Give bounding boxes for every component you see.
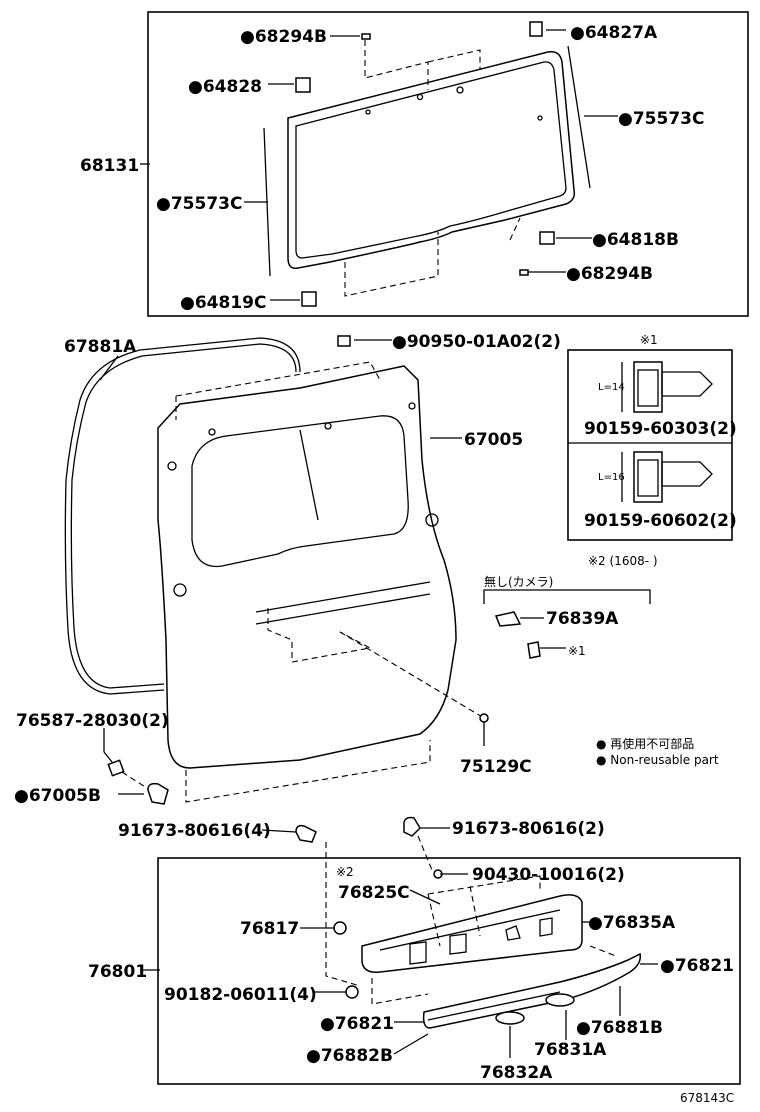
garnish-lower-panel — [422, 952, 642, 1029]
glass-dashed-leaders — [344, 40, 521, 297]
small-clips-top — [295, 21, 555, 307]
camera-bracket-group — [483, 589, 651, 649]
label-67881A: 67881A — [64, 337, 137, 357]
inset-length-1: L=14 — [598, 382, 625, 393]
label-76832A: 76832A — [480, 1063, 553, 1083]
license-garnish — [361, 894, 583, 974]
bolts-above-box — [261, 816, 450, 987]
inset-mark: ※1 — [640, 333, 658, 347]
label-68294B-bottom: ●68294B — [566, 264, 653, 284]
bolt-1-icon — [621, 361, 713, 413]
label-64819C: ●64819C — [180, 293, 266, 313]
diagram-id: 678143C — [680, 1091, 734, 1105]
bolt-2-icon — [621, 451, 713, 503]
inset-length-2: L=16 — [598, 472, 625, 483]
label-64828: ●64828 — [188, 77, 262, 97]
label-76587: 76587-28030(2) — [16, 711, 169, 731]
label-64818B: ●64818B — [592, 230, 679, 250]
garnish-small-parts — [333, 869, 575, 1025]
middle-leaders — [99, 339, 485, 795]
label-90182: 90182-06011(4) — [164, 985, 317, 1005]
label-76801: 76801 — [88, 962, 147, 982]
back-door-panel — [157, 365, 457, 769]
door-small-parts — [107, 335, 541, 805]
label-67005B: ●67005B — [14, 786, 101, 806]
label-64827A: ●64827A — [570, 23, 658, 43]
label-91673-right: 91673-80616(2) — [452, 819, 605, 839]
inset-footnote: ※2 (1608- ) — [588, 554, 658, 568]
label-75573C-left: ●75573C — [156, 194, 242, 214]
label-90430: 90430-10016(2) — [472, 865, 625, 885]
label-68131: 68131 — [80, 156, 139, 176]
label-76821-right: ●76821 — [660, 956, 734, 976]
label-note1-bolt: ※1 — [568, 644, 586, 658]
label-76821-left: ●76821 — [320, 1014, 394, 1034]
label-camera-note: 無し(カメラ) — [484, 574, 553, 589]
label-76817: 76817 — [240, 919, 299, 939]
label-75129C: 75129C — [460, 757, 532, 777]
label-76825C: 76825C — [338, 883, 410, 903]
label-76881B: ●76881B — [576, 1018, 663, 1038]
garnish-group-box — [157, 857, 741, 1085]
weatherstrip — [64, 337, 301, 695]
label-67005: 67005 — [464, 430, 523, 450]
back-window-glass — [287, 50, 576, 270]
door-dashed-leaders — [121, 361, 485, 803]
label-note2-mark: ※2 — [336, 865, 354, 879]
label-91673-left: 91673-80616(4) — [118, 821, 271, 841]
inset-part-2: 90159-60602(2) — [584, 511, 737, 531]
label-76835A: ●76835A — [588, 913, 676, 933]
label-76839A: 76839A — [546, 609, 619, 629]
label-68294B-top: ●68294B — [240, 27, 327, 47]
label-76831A: 76831A — [534, 1040, 607, 1060]
inset-box — [567, 349, 733, 541]
legend-line-1: ● 再使用不可部品 — [596, 736, 694, 751]
label-76882B: ●76882B — [306, 1046, 393, 1066]
inset-part-1: 90159-60303(2) — [584, 419, 737, 439]
label-90950: ●90950-01A02(2) — [392, 332, 561, 352]
top-leaders — [140, 29, 618, 301]
garnish-inner-dashed — [371, 875, 617, 1005]
label-75573C-right: ●75573C — [618, 109, 704, 129]
bottom-leaders — [140, 873, 658, 1058]
legend-line-2: ● Non-reusable part — [596, 753, 719, 767]
